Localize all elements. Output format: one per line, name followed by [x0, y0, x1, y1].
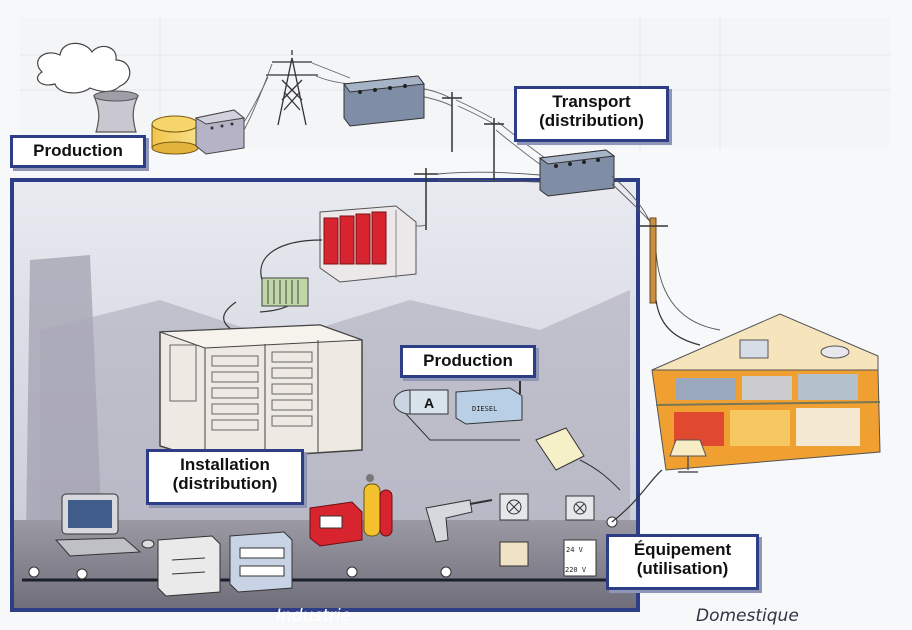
voltage-high-text: 24 V [566, 546, 584, 554]
generator-letter: A [424, 395, 434, 411]
distribution-box [229, 531, 293, 593]
domestique-caption: Domestique [696, 606, 799, 626]
equipement-text: Équipement [633, 540, 732, 559]
distribution-box [157, 535, 221, 597]
installation-label: Installation (distribution) [146, 449, 304, 505]
switchgear-cabinet [319, 205, 417, 283]
switchboard [159, 324, 363, 461]
equipement-label: Équipement (utilisation) [606, 534, 759, 590]
transport-subtext: (distribution) [539, 111, 644, 130]
production-mid-text: Production [423, 351, 513, 370]
utility-pole [414, 92, 504, 230]
work-lamp [535, 427, 621, 491]
installation-text: Installation [180, 455, 270, 474]
production-top-text: Production [33, 141, 123, 160]
industrie-caption: Industrie [276, 606, 352, 626]
light-switch [499, 493, 529, 567]
transformer [261, 277, 309, 307]
production-mid-label: Production [400, 345, 536, 378]
transport-label: Transport (distribution) [514, 86, 669, 142]
voltage-low-text: 220 V [565, 566, 587, 574]
house-feed-wire [611, 299, 701, 523]
diesel-text: DIESEL [472, 405, 497, 413]
fuel-tank [151, 115, 199, 155]
diesel-generator: A DIESEL [393, 376, 523, 441]
computer [54, 493, 155, 557]
transport-text: Transport [552, 92, 631, 111]
substation-box [538, 149, 616, 197]
wooden-pole [640, 217, 668, 304]
transformer-socket: 24 V 220 V [563, 495, 597, 577]
equipement-subtext: (utilisation) [636, 559, 729, 578]
production-top-label: Production [10, 135, 146, 168]
welding-machine [309, 474, 393, 547]
electric-drill [425, 499, 493, 543]
installation-subtext: (distribution) [172, 474, 278, 493]
cooling-tower [37, 42, 139, 133]
table-lamp [669, 439, 707, 473]
background-faded-table [20, 18, 890, 150]
alternator-box [194, 109, 246, 155]
house [651, 313, 881, 471]
substation-box [343, 75, 425, 127]
transmission-pylon [266, 50, 318, 126]
